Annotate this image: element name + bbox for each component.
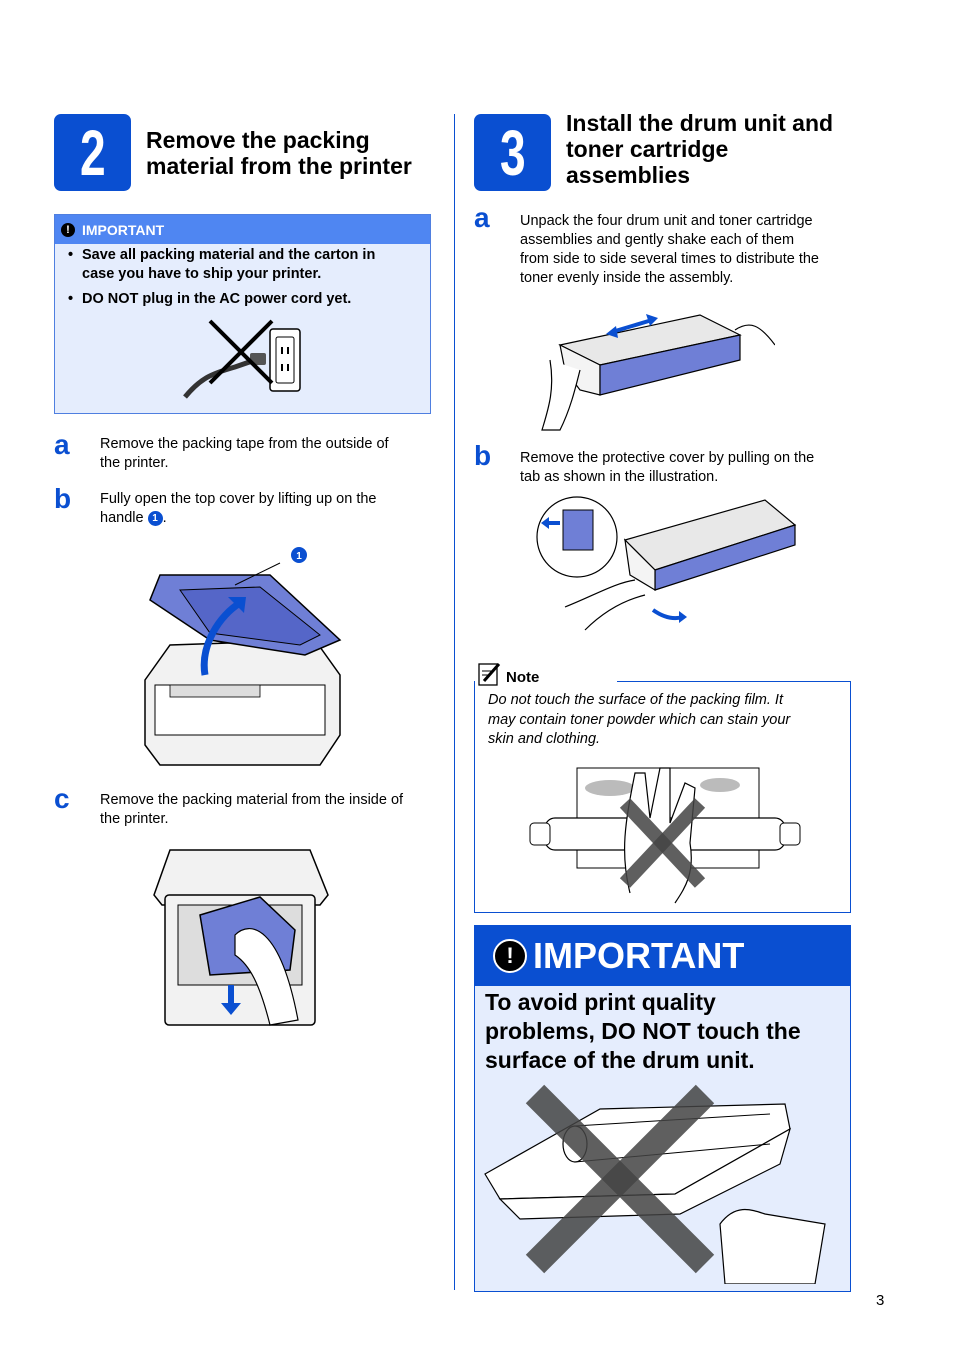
text-line: Remove the packing material from the ins… xyxy=(100,792,404,808)
note-top-rule xyxy=(617,681,850,682)
column-divider xyxy=(454,114,455,1290)
text-span: handle xyxy=(100,510,144,526)
remove-cover-illustration xyxy=(536,496,797,631)
step-3-number-box: 3 xyxy=(474,114,551,191)
note-label: Note xyxy=(506,669,540,686)
substep-letter: c xyxy=(54,783,70,814)
title-line: Install the drum unit and xyxy=(566,110,834,136)
text-line: Do not touch the surface of the packing … xyxy=(488,692,783,708)
important-box-small: ! IMPORTANT Save all packing material an… xyxy=(54,214,431,414)
text-line: tab as shown in the illustration. xyxy=(520,469,719,485)
item-line: case you have to ship your printer. xyxy=(82,266,322,282)
title-line: assemblies xyxy=(566,162,691,188)
substep-letter: b xyxy=(54,483,72,514)
text-line: skin and clothing. xyxy=(488,731,601,747)
text-line: the printer. xyxy=(100,455,169,471)
text-line: assemblies and gently shake each of them xyxy=(520,232,795,248)
text-line: toner evenly inside the assembly. xyxy=(520,270,734,286)
text-line: handle 1. xyxy=(100,509,376,528)
step-number: 3 xyxy=(499,116,526,189)
text-line: Remove the protective cover by pulling o… xyxy=(520,450,815,466)
text-line: from side to side several times to distr… xyxy=(520,251,819,267)
important-header: ! IMPORTANT xyxy=(55,215,430,244)
text-line: may contain toner powder which can stain… xyxy=(488,711,791,728)
note-text: Do not touch the surface of the packing … xyxy=(488,691,790,750)
page-number: 3 xyxy=(876,1292,885,1309)
important-list: Save all packing material and the carton… xyxy=(55,246,430,309)
no-plug-illustration xyxy=(183,319,301,399)
item-line: Save all packing material and the carton… xyxy=(82,247,376,263)
text-line: Remove the packing tape from the outside… xyxy=(100,436,389,452)
title-line: toner cartridge xyxy=(566,136,729,162)
step-number: 2 xyxy=(79,116,106,189)
text-line: surface of the drum unit. xyxy=(485,1047,755,1073)
step-3a-text: Unpack the four drum unit and toner cart… xyxy=(520,212,819,288)
step-2-number-box: 2 xyxy=(54,114,131,191)
important-header: ! IMPORTANT xyxy=(475,926,850,986)
step-2-title: Remove the packing material from the pri… xyxy=(146,127,412,179)
shake-cartridge-illustration xyxy=(541,314,775,431)
exclamation-icon: ! xyxy=(493,939,527,973)
substep-letter: a xyxy=(474,202,490,233)
text-span: . xyxy=(162,510,167,526)
substep-letter: b xyxy=(474,440,492,471)
step-2a-text: Remove the packing tape from the outside… xyxy=(100,435,389,473)
note-pencil-icon xyxy=(478,663,501,686)
step-3-title: Install the drum unit and toner cartridg… xyxy=(566,110,833,188)
title-line: Remove the packing xyxy=(146,127,370,153)
title-line: material from the printer xyxy=(146,153,412,179)
step-2c-text: Remove the packing material from the ins… xyxy=(100,791,403,829)
figure-callout: 1 xyxy=(296,551,302,562)
printer-inside-illustration xyxy=(153,849,329,1026)
printer-open-cover-illustration: 1 xyxy=(144,547,342,766)
text-line: the printer. xyxy=(100,811,169,827)
note-box: Do not touch the surface of the packing … xyxy=(474,681,851,913)
exclamation-icon: ! xyxy=(61,222,75,237)
callout-icon: 1 xyxy=(147,510,163,526)
text-line: To avoid print quality xyxy=(485,989,716,1015)
step-2b-text: Fully open the top cover by lifting up o… xyxy=(100,490,376,528)
text-line: problems, DO NOT touch the xyxy=(485,1018,801,1044)
step-3b-text: Remove the protective cover by pulling o… xyxy=(520,449,814,487)
important-item: DO NOT plug in the AC power cord yet. xyxy=(55,290,430,309)
no-touch-drum-illustration xyxy=(484,1084,826,1284)
important-item: Save all packing material and the carton… xyxy=(55,246,430,284)
important-box-large: ! IMPORTANT To avoid print quality probl… xyxy=(474,925,851,1292)
note-gap xyxy=(475,681,476,692)
text-line: Unpack the four drum unit and toner cart… xyxy=(520,213,813,229)
important-label: IMPORTANT xyxy=(82,221,165,238)
important-message: To avoid print quality problems, DO NOT … xyxy=(485,988,801,1075)
no-touch-film-illustration xyxy=(529,767,801,904)
text-line: Fully open the top cover by lifting up o… xyxy=(100,491,377,507)
substep-letter: a xyxy=(54,429,70,460)
important-label: IMPORTANT xyxy=(533,935,745,976)
